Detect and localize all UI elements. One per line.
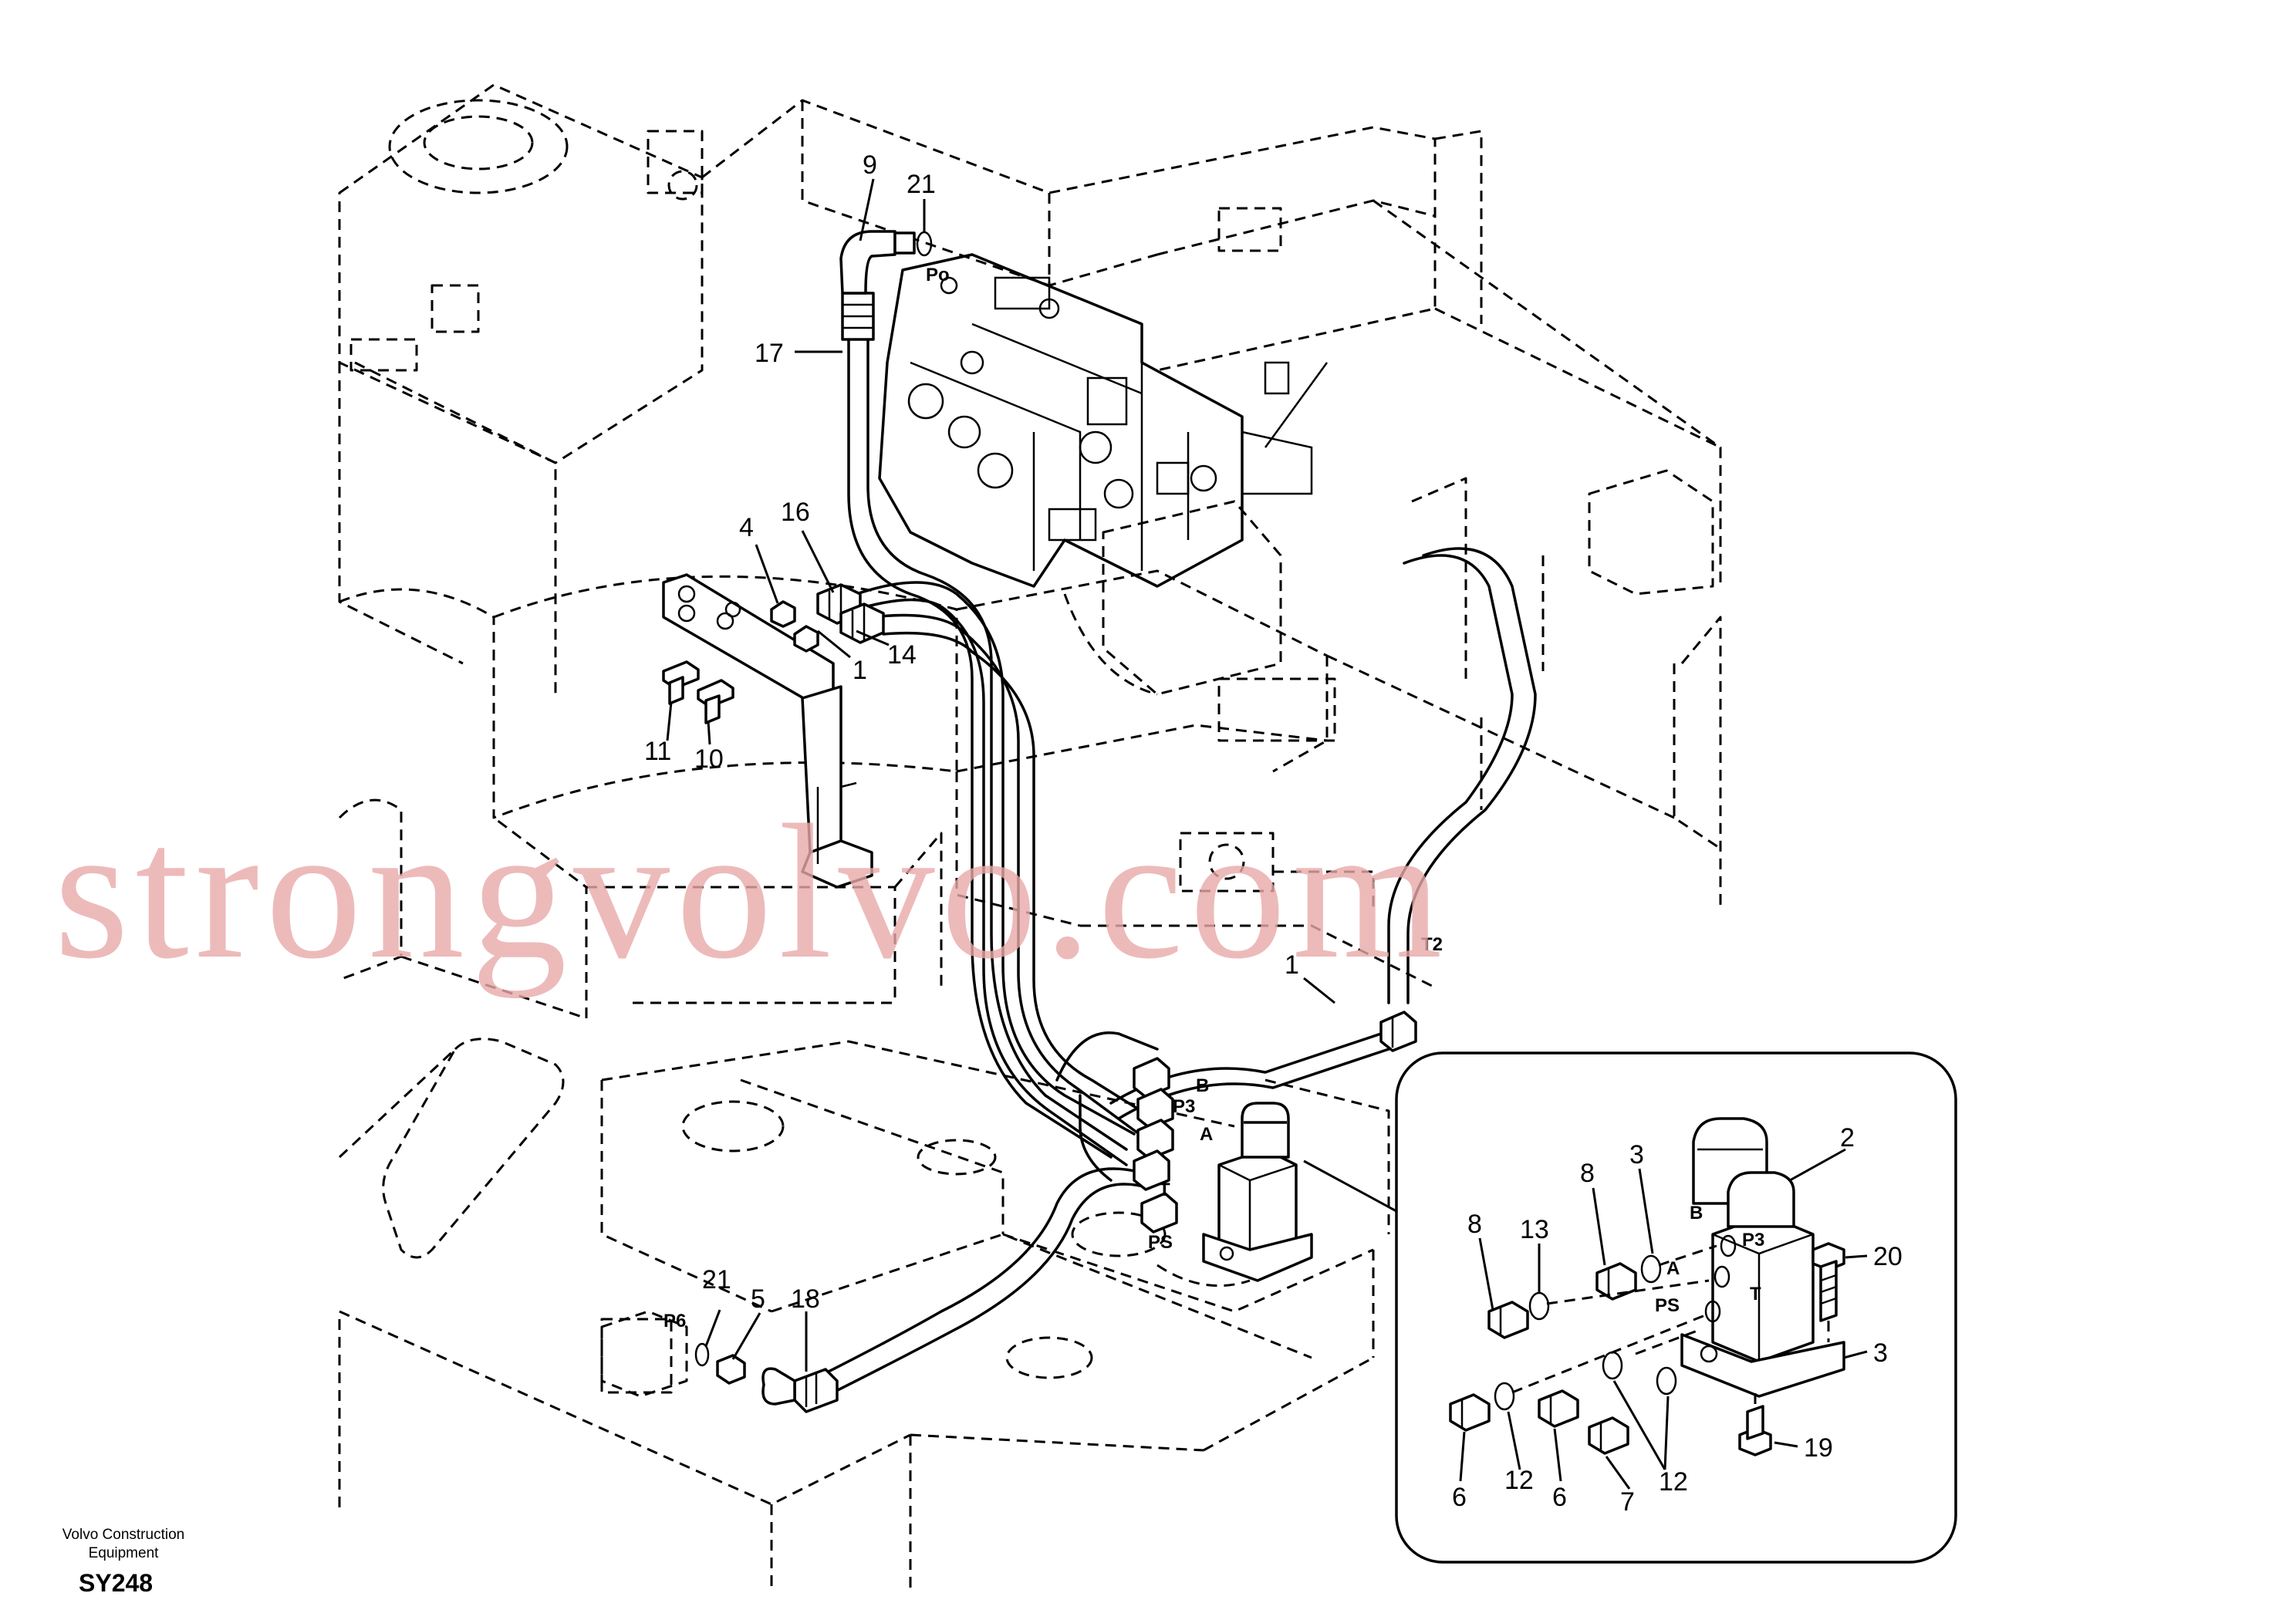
callouts-inset: 2 13 8 3 8 20 3 19 6 12 6 7 12 (1452, 1123, 1903, 1517)
watermark: strongvolvo.com (54, 785, 1448, 999)
callout-inset-19: 19 (1804, 1433, 1833, 1463)
hose-fittings (600, 230, 1417, 1413)
port-a: A (1200, 1124, 1213, 1145)
callout-inset-2: 2 (1840, 1123, 1855, 1153)
callout-10: 10 (694, 744, 724, 774)
callout-1: 1 (853, 656, 867, 685)
hoses (809, 292, 1537, 1402)
inset-leader (1303, 1159, 1398, 1257)
solenoid-valve (1202, 1102, 1313, 1282)
inset-port-b: B (1690, 1203, 1703, 1223)
hose-bracket (662, 573, 873, 889)
callout-inset-6b: 6 (1552, 1483, 1567, 1512)
callout-inset-8a: 8 (1580, 1159, 1595, 1188)
machine-frame-outline (338, 83, 1722, 1589)
control-valve-block (878, 253, 1329, 588)
port-p3: P3 (1173, 1096, 1195, 1117)
callout-21-lower: 21 (702, 1265, 731, 1294)
callout-inset-13: 13 (1520, 1215, 1549, 1244)
port-ps: PS (1148, 1232, 1173, 1253)
callout-17: 17 (755, 339, 784, 368)
callout-inset-3a: 3 (1629, 1140, 1644, 1169)
callout-inset-8b: 8 (1467, 1210, 1482, 1239)
callout-18: 18 (791, 1284, 820, 1314)
port-labels: Po T2 B P3 A T PS P6 B P3 A PS T (663, 265, 1764, 1331)
port-po: Po (926, 265, 950, 285)
inset-port-ps: PS (1655, 1295, 1680, 1316)
callout-16: 16 (781, 498, 810, 527)
port-t: T (1159, 1180, 1170, 1200)
inset-port-t: T (1750, 1284, 1761, 1304)
port-p6: P6 (663, 1311, 686, 1331)
port-t2: T2 (1421, 934, 1443, 955)
callouts-main: 9 21 17 16 4 1 14 11 10 1 21 5 18 (644, 150, 1299, 1314)
port-b: B (1196, 1075, 1209, 1096)
callout-9: 9 (863, 150, 877, 180)
detail-inset (1395, 1051, 1957, 1564)
callout-inset-7: 7 (1620, 1487, 1635, 1517)
callout-14: 14 (887, 640, 917, 670)
footer-company: Volvo Construction Equipment (62, 1527, 185, 1561)
callout-inset-6a: 6 (1452, 1483, 1467, 1512)
callout-5: 5 (751, 1284, 765, 1314)
callout-inset-20: 20 (1873, 1242, 1903, 1271)
callout-leaders (666, 178, 1868, 1490)
inset-port-p3: P3 (1742, 1230, 1764, 1250)
callout-4: 4 (739, 513, 754, 542)
bolt-11 (662, 660, 700, 705)
nut-4 (770, 600, 819, 653)
bolt-10 (697, 679, 734, 724)
callout-1-lower: 1 (1285, 950, 1299, 980)
callout-inset-3b: 3 (1873, 1338, 1888, 1368)
callout-11: 11 (644, 737, 671, 766)
callout-inset-12b: 12 (1659, 1467, 1688, 1497)
callout-inset-12a: 12 (1504, 1466, 1534, 1495)
footer-code: SY248 (79, 1569, 154, 1597)
callout-21: 21 (907, 170, 936, 199)
inset-port-a: A (1666, 1258, 1680, 1279)
